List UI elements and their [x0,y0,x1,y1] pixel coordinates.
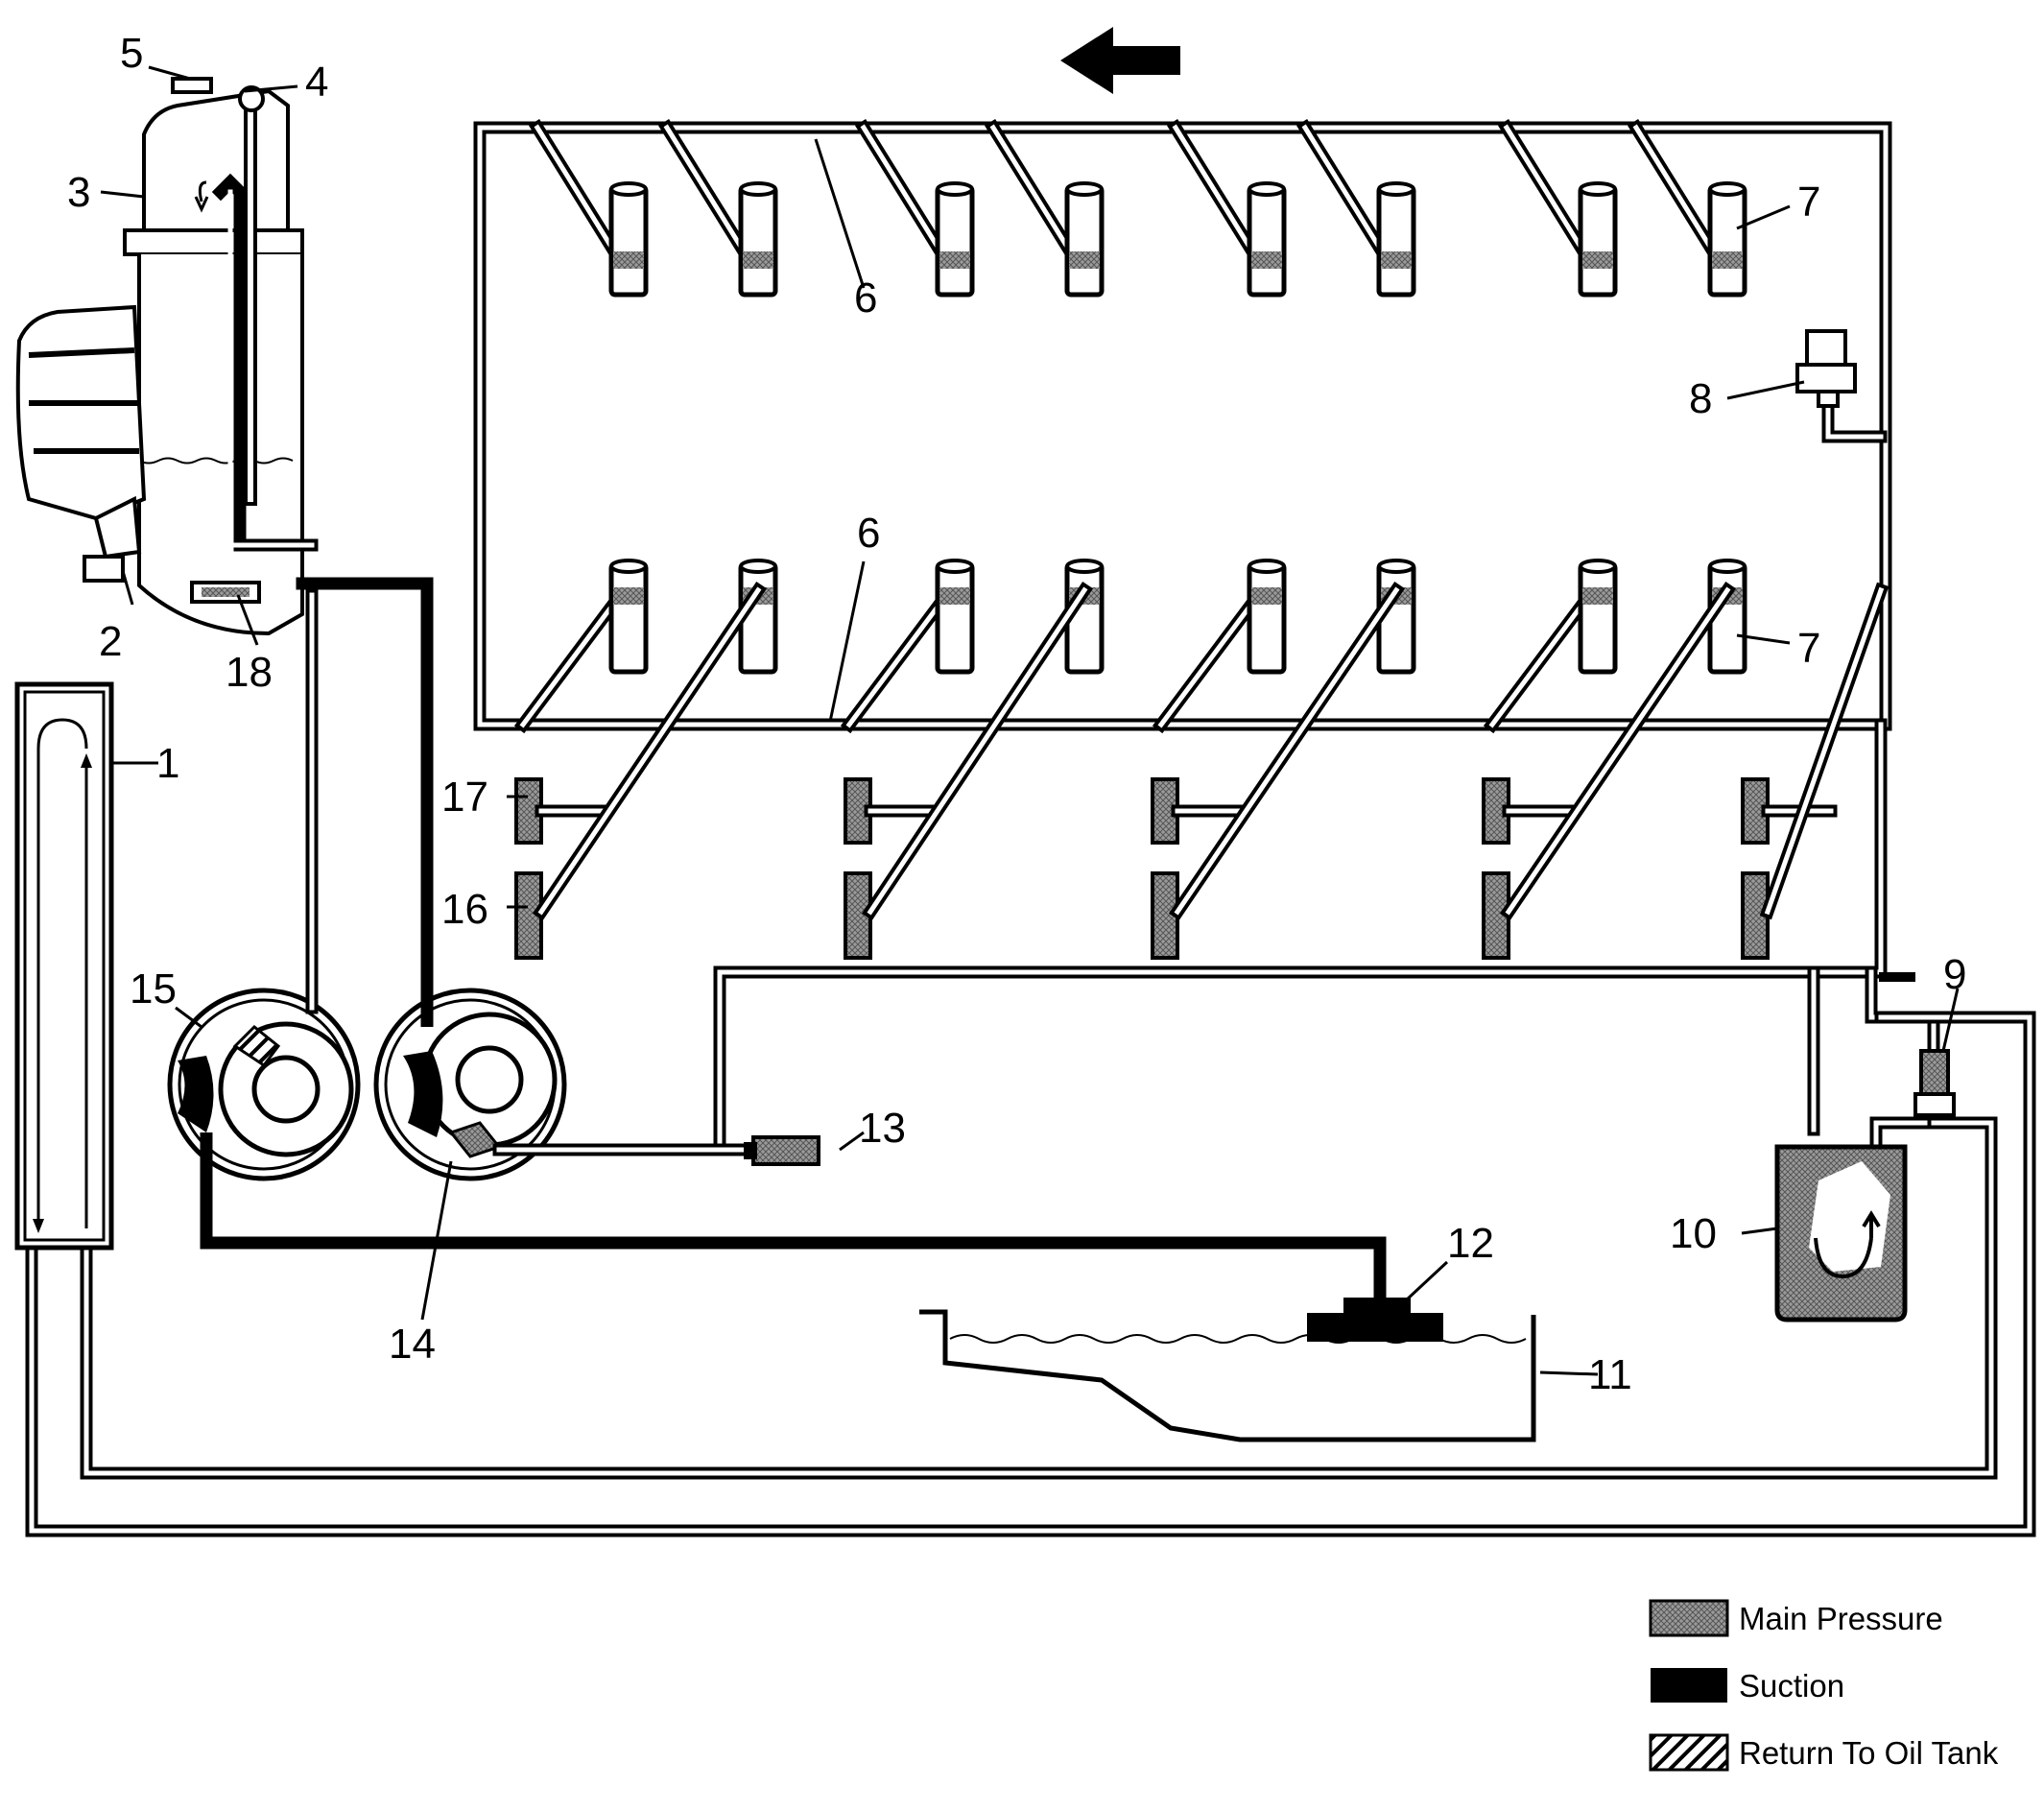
callout-9: 9 [1943,951,1966,998]
pressure-pump [373,988,567,1181]
callout-1: 1 [156,740,179,787]
callout-11: 11 [1588,1351,1632,1398]
callout-10: 10 [1670,1210,1717,1257]
callout-7-lower: 7 [1797,625,1820,672]
lifter [935,559,975,675]
upper-oil-gallery [473,121,1892,731]
callout-8: 8 [1689,375,1712,422]
lifter [608,559,649,675]
callout-12: 12 [1447,1220,1494,1267]
oil-tank [15,77,319,636]
lifter [1707,181,1747,298]
lifter [738,559,778,675]
scavenge-pump [167,988,361,1181]
oil-filter-circuit [25,965,2036,1537]
legend-swatch-main-pressure [1649,1599,1729,1637]
legend-swatch-return [1649,1733,1729,1772]
lifter [1376,181,1416,298]
callout-4: 4 [305,59,328,106]
return-line [296,577,434,1014]
lifter [608,181,649,298]
oil-pressure-sender [1795,329,1888,443]
callout-18: 18 [226,649,273,696]
callout-14: 14 [389,1321,436,1368]
lifter [1578,559,1618,675]
callout-3: 3 [67,169,90,216]
callout-15: 15 [130,965,177,1013]
legend: Main Pressure Suction Return To Oil Tank [1649,1599,1999,1772]
arrow-left-icon [1060,27,1180,94]
legend-label-suction: Suction [1739,1668,1844,1704]
legend-swatch-suction [1651,1668,1727,1703]
lifter [1064,181,1105,298]
leader-lines [100,65,1960,1376]
lifter [1578,181,1618,298]
lower-hydraulic-lifters [513,559,1747,734]
lifter [738,181,778,298]
rod-bearing [844,871,872,960]
callout-7-upper: 7 [1797,179,1820,226]
callout-17: 17 [441,774,488,821]
suction-lines [200,577,1387,1324]
callout-16: 16 [441,886,488,933]
main-gallery-right [713,718,1888,1156]
callout-5: 5 [120,30,143,77]
callout-2: 2 [99,618,122,665]
pressure-feed-line [492,1135,820,1166]
oil-cooler [14,681,114,1251]
lifter [1247,559,1287,675]
callout-6-lower: 6 [857,510,880,557]
lifter [1247,181,1287,298]
upper-hydraulic-lifters [529,119,1747,298]
crank-bearings [514,581,1890,960]
legend-label-main-pressure: Main Pressure [1739,1601,1943,1636]
oil-pickup-screen [1307,1298,1443,1342]
lifter [935,181,975,298]
callout-13: 13 [859,1105,906,1152]
callout-6-upper: 6 [854,274,877,322]
legend-label-return: Return To Oil Tank [1739,1735,1999,1771]
